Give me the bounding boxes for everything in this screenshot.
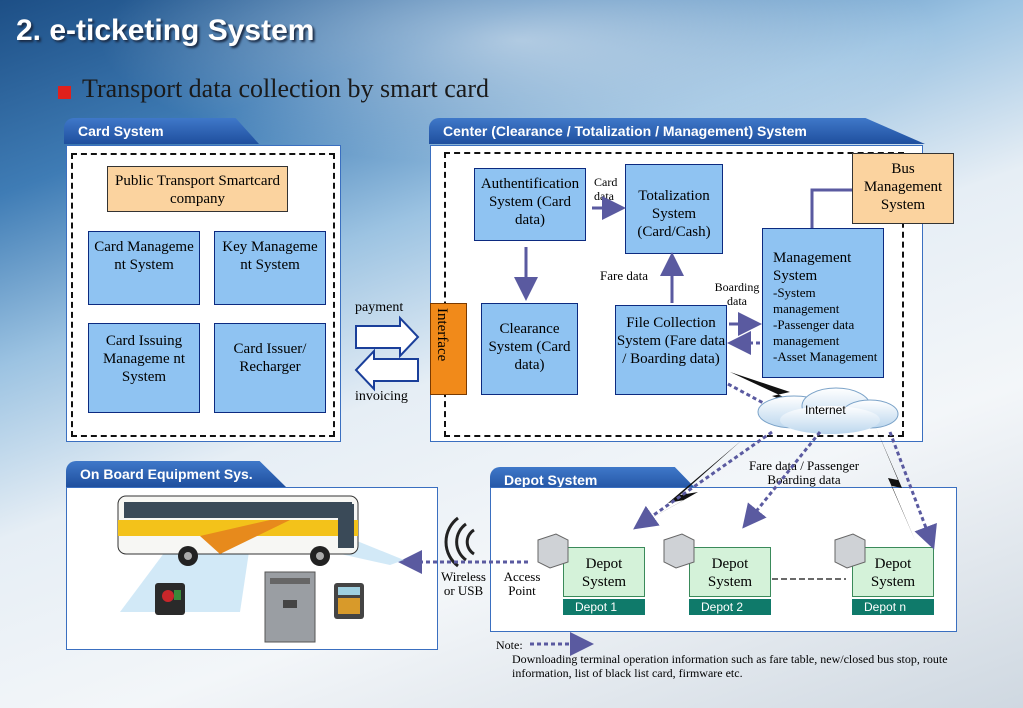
payment-label: payment <box>355 300 404 315</box>
interface-label: Interface <box>434 308 450 362</box>
boarding-data-label: Boarding data <box>714 280 760 308</box>
onboard-tab: On Board Equipment Sys. <box>66 461 286 487</box>
bullet-square-icon <box>58 86 71 99</box>
bus-management-box: Bus Management System <box>852 153 954 224</box>
note-text: Downloading terminal operation informati… <box>512 652 948 680</box>
center-system-tab: Center (Clearance / Totalization / Manag… <box>429 118 925 144</box>
depot-n-tag: Depot n <box>852 599 934 615</box>
depotn-dotted-arrow <box>888 431 937 550</box>
depot-2-box: Depot System <box>689 547 771 597</box>
card-system-dashed-region <box>71 153 335 437</box>
wireless-signal-icon <box>444 516 475 568</box>
lightning-depotn-icon <box>876 428 915 540</box>
clearance-box: Clearance System (Card data) <box>481 303 578 395</box>
slide-subtitle: Transport data collection by smart card <box>82 74 489 103</box>
depot2-dotted-arrow <box>742 431 822 529</box>
invoicing-arrow <box>354 348 419 392</box>
note-label: Note: <box>496 638 523 652</box>
access-point-icon <box>537 533 866 569</box>
card-management-box: Card Manageme nt System <box>88 231 200 305</box>
totalization-box: Totalization System (Card/Cash) <box>625 164 723 254</box>
depot1-dotted-arrow <box>633 430 773 530</box>
ticket-machine-icon <box>264 571 316 643</box>
card-system-tab: Card System <box>64 118 259 144</box>
internet-cloud-icon <box>757 387 899 434</box>
card-issuer-box: Card Issuer/ Recharger <box>214 323 326 413</box>
interface-box: Interface <box>430 303 467 395</box>
invoicing-label: invoicing <box>355 389 408 404</box>
payment-arrow <box>355 315 420 359</box>
slide-title: 2. e-ticketing System <box>16 14 315 47</box>
key-management-box: Key Manageme nt System <box>214 231 326 305</box>
management-title: Management System <box>773 250 852 284</box>
depot-1-tag: Depot 1 <box>563 599 645 615</box>
fare-data-label: Fare data <box>600 268 649 283</box>
card-issuing-box: Card Issuing Manageme nt System <box>88 323 200 413</box>
terminal-keypad-icon <box>334 583 364 619</box>
management-item: -Asset Management <box>773 349 878 364</box>
card-reader-icon <box>155 583 185 615</box>
access-point-label: Access Point <box>503 569 541 598</box>
wireless-usb-label: Wireless or USB <box>441 569 486 598</box>
file-collection-box: File Collection System (Fare data / Boar… <box>615 305 727 395</box>
depot-n-box: Depot System <box>852 547 934 597</box>
management-item: -Passenger data management <box>773 317 855 348</box>
internet-label: Internet <box>805 403 846 417</box>
management-box: Management System -System management -Pa… <box>762 228 884 378</box>
center-dashed-region <box>444 152 904 437</box>
smartcard-company-box: Public Transport Smartcard company <box>107 166 288 212</box>
fare-passenger-label: Fare data / Passenger Boarding data <box>748 458 860 487</box>
bus-icon <box>117 495 404 612</box>
depot-2-tag: Depot 2 <box>689 599 771 615</box>
authentification-box: Authentification System (Card data) <box>474 168 586 241</box>
lightning-depot1-icon <box>634 440 742 528</box>
management-item: -System management <box>773 285 840 316</box>
management-bus-connector <box>810 188 852 228</box>
depot-1-box: Depot System <box>563 547 645 597</box>
